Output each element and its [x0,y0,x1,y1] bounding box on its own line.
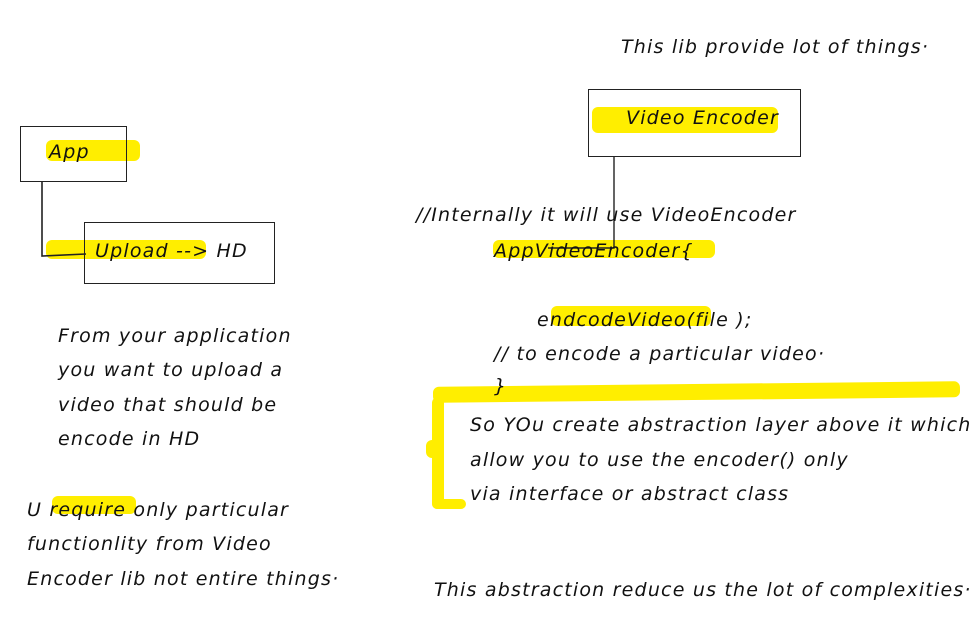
conclusion: This abstraction reduce us the lot of co… [434,579,972,601]
abstraction-note-line-2: allow you to use the encoder() only [470,449,849,471]
description-line-4: encode in HD [58,428,201,450]
upload-box [84,222,275,284]
code-comment-encode: // to encode a particular video· [494,343,826,365]
upload-label: Upload --> HD [95,240,248,262]
highlight-require [52,496,136,514]
highlight-bracket-knot [426,440,444,458]
app-box [20,126,127,182]
encoder-to-appvideoencoder-connector [548,156,615,249]
requirement-line-3: Encoder lib not entire things· [27,568,340,590]
requirement-line-1: U require only particular [27,499,290,521]
highlight-bracket-bottom [432,499,466,509]
requirement-line-2: functionlity from Video [27,533,272,555]
lib-note: This lib provide lot of things· [621,36,930,58]
description-line-3: video that should be [58,394,278,416]
app-label: App [49,141,90,163]
code-comment-internal: //Internally it will use VideoEncoder [416,204,797,226]
description-line-1: From your application [58,325,292,347]
video-encoder-box [588,89,801,157]
video-encoder-label: Video Encoder [626,107,779,129]
code-method-call: endcodeVideo(file ); [537,309,753,331]
abstraction-note-line-1: So YOu create abstraction layer above it… [470,414,972,436]
highlight-encodevideo [551,306,711,326]
description-line-2: you want to upload a [58,359,284,381]
highlight-video-encoder [592,107,778,133]
highlight-appvideoencoder [493,240,715,258]
app-to-upload-connector [41,181,87,257]
code-closing-brace: } [494,375,508,397]
code-class-header: AppVideoEncoder{ [494,240,694,262]
highlight-app [46,140,140,161]
abstraction-note-line-3: via interface or abstract class [470,483,790,505]
